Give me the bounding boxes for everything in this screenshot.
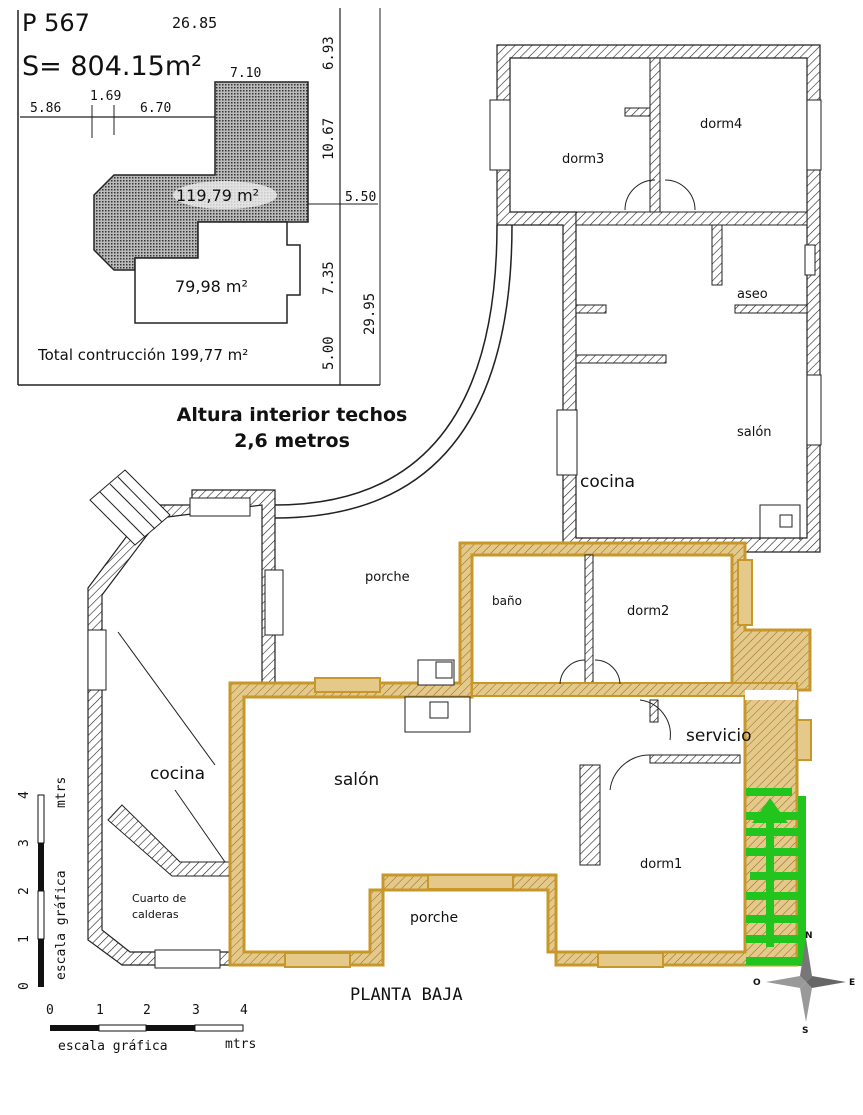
dim-7-35: 7.35 [321, 261, 337, 295]
room-aseo: aseo [737, 287, 768, 302]
hscale-tick-2: 2 [143, 1003, 151, 1018]
stairs-arrow-icon [752, 798, 788, 823]
room-porche-mid: porche [365, 570, 410, 585]
room-dorm3: dorm3 [562, 152, 604, 167]
compass-north: N [805, 931, 813, 941]
vscale-tick-2: 2 [17, 887, 32, 895]
hscale-tick-4: 4 [240, 1003, 248, 1018]
compass-east: E [849, 978, 855, 988]
compass-west: O [753, 978, 761, 988]
hscale-label: escala gráfica [58, 1039, 168, 1054]
hscale-tick-1: 1 [96, 1003, 104, 1018]
site-plan-inset: P 567 S= 804.15m² 26.85 7.10 5.86 1.69 6… [17, 8, 381, 386]
hscale-tick-3: 3 [192, 1003, 200, 1018]
horizontal-scale-bar: 0 1 2 3 4 escala gráfica mtrs [46, 1003, 256, 1054]
room-cuarto-calderas-1: Cuarto de [132, 892, 186, 905]
room-salon-main: salón [334, 770, 379, 790]
room-salon-upper: salón [737, 425, 772, 440]
vscale-label: escala gráfica [54, 870, 69, 980]
dim-5-86: 5.86 [30, 101, 61, 116]
room-cocina-left: cocina [150, 764, 205, 784]
left-wing-walls [87, 469, 284, 969]
surface-area: S= 804.15m² [22, 51, 202, 82]
curved-walkway [274, 224, 513, 519]
dim-6-93: 6.93 [321, 36, 337, 70]
dim-26-85: 26.85 [172, 14, 217, 32]
area-lower: 79,98 m² [175, 277, 248, 296]
hscale-unit: mtrs [225, 1037, 256, 1052]
dim-5-00: 5.00 [321, 336, 337, 370]
vscale-tick-0: 0 [17, 982, 32, 990]
room-cocina-upper: cocina [580, 472, 635, 492]
vscale-tick-3: 3 [17, 839, 32, 847]
compass-south: S [802, 1026, 808, 1036]
exterior-stairs [89, 469, 171, 546]
vertical-scale-bar: 0 1 2 3 4 escala gráfica mtrs [17, 777, 69, 990]
plan-title: PLANTA BAJA [350, 985, 463, 1005]
arrow-line-cocina [117, 631, 216, 766]
plot-id: P 567 [22, 9, 90, 37]
dim-7-10: 7.10 [230, 66, 261, 81]
vscale-tick-4: 4 [17, 791, 32, 799]
total-construction: Total contrucción 199,77 m² [37, 346, 248, 364]
dim-1-69: 1.69 [90, 89, 121, 104]
staircase [746, 788, 806, 966]
vscale-unit: mtrs [54, 777, 69, 808]
ceiling-height-value: 2,6 metros [234, 430, 350, 452]
dim-10-67: 10.67 [321, 118, 337, 160]
ceiling-height-note: Altura interior techos [177, 404, 408, 426]
compass-rose-icon: N S E O [753, 931, 855, 1036]
room-labels: dorm3 dorm4 aseo salón cocina porche bañ… [132, 117, 772, 926]
room-servicio: servicio [686, 726, 752, 746]
room-dorm2: dorm2 [627, 604, 669, 619]
room-cuarto-calderas-2: calderas [132, 908, 179, 921]
room-bano: baño [492, 594, 522, 608]
dim-6-70: 6.70 [140, 101, 171, 116]
dim-29-95: 29.95 [362, 293, 378, 335]
room-dorm4: dorm4 [700, 117, 742, 132]
hscale-tick-0: 0 [46, 1003, 54, 1018]
upper-wing-walls [489, 44, 822, 553]
vscale-tick-1: 1 [17, 935, 32, 943]
dim-5-50: 5.50 [345, 190, 376, 205]
room-dorm1: dorm1 [640, 857, 682, 872]
room-porche-bottom: porche [410, 910, 458, 926]
area-upper: 119,79 m² [176, 186, 259, 205]
